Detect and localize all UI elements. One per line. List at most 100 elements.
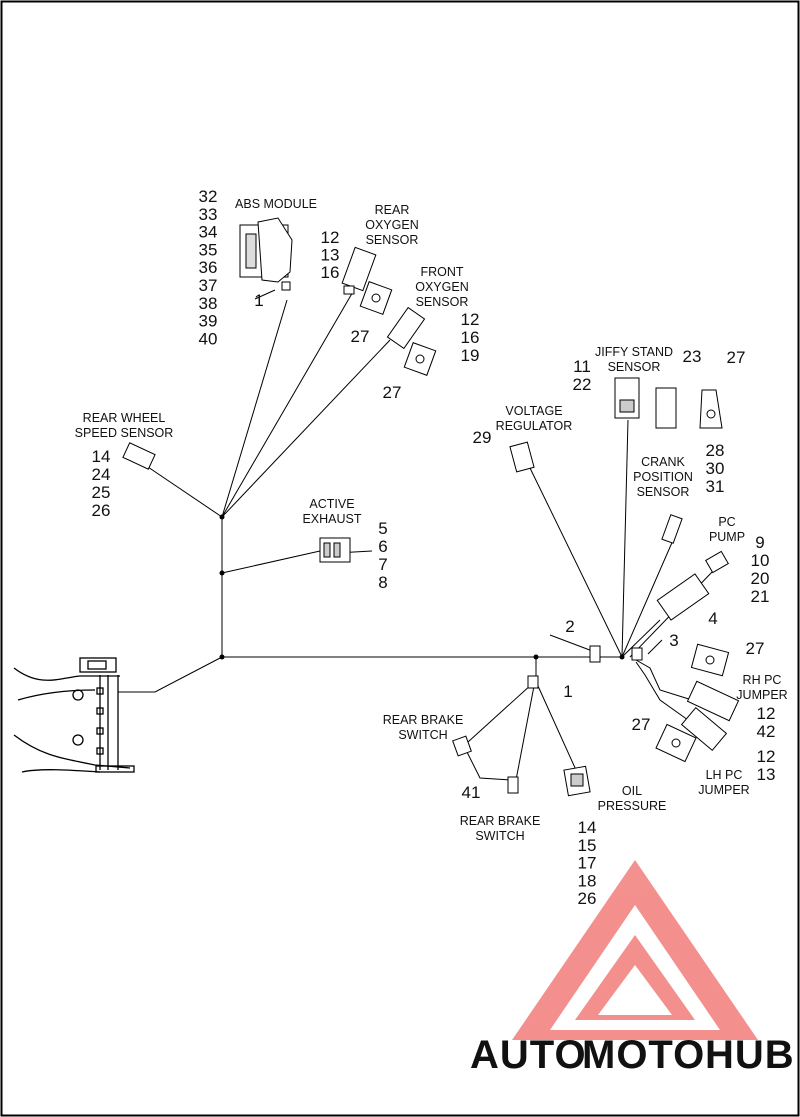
- pc-pump-number-0: 9: [755, 533, 764, 552]
- abs-part-number-3: 35: [199, 240, 218, 259]
- jiffy-stand-connector-icon: [614, 377, 723, 429]
- abs-part-number-1: 33: [199, 205, 218, 224]
- rear-brake-switch-icon: [452, 675, 539, 794]
- oil-pressure-number-0: 14: [578, 818, 597, 837]
- front-oxygen-label-0: FRONT: [420, 265, 463, 279]
- rear-brake-switch-bottom-label-0: REAR BRAKE: [460, 814, 541, 828]
- crank-sensor-number-0: 28: [706, 441, 725, 460]
- rh-pc-jumper-label-1: JUMPER: [736, 688, 787, 702]
- abs-part-number-8: 40: [199, 329, 218, 348]
- pc-pump-label-0: PC: [718, 515, 735, 529]
- watermark-hub: HUB: [705, 1033, 795, 1077]
- pc-pump-number-2: 20: [751, 569, 770, 588]
- pc-pump-number-3: 21: [751, 587, 770, 606]
- rear-oxygen-number-1: 13: [321, 246, 340, 265]
- item-3-connector-icon: [631, 647, 643, 661]
- rear-oxygen-label-2: SENSOR: [366, 233, 419, 247]
- abs-item-number: 1: [254, 291, 263, 310]
- active-exhaust-number-0: 5: [378, 519, 387, 538]
- pc-pump-label-1: PUMP: [709, 530, 745, 544]
- voltage-regulator-label-1: REGULATOR: [496, 419, 573, 433]
- watermark-auto: AUTO: [470, 1033, 587, 1077]
- front-oxygen-label-1: OXYGEN: [415, 280, 469, 294]
- item-3-number: 3: [669, 631, 678, 650]
- active-exhaust-number-1: 6: [378, 537, 387, 556]
- crank-sensor-label-2: SENSOR: [637, 485, 690, 499]
- rear-wheel-number-2: 25: [92, 483, 111, 502]
- oil-pressure-number-1: 15: [578, 836, 597, 855]
- active-exhaust-number-2: 7: [378, 555, 387, 574]
- lh-pc-jumper-number-1: 13: [757, 765, 776, 784]
- watermark-moto: MOTO: [582, 1033, 705, 1077]
- item-1-lower-number: 1: [563, 682, 572, 701]
- active-exhaust-label-0: ACTIVE: [309, 497, 354, 511]
- lh-pc-jumper-label-1: JUMPER: [698, 783, 749, 797]
- voltage-regulator-number: 29: [473, 428, 492, 447]
- crank-sensor-label-0: CRANK: [641, 455, 685, 469]
- crank-sensor-connector-icon: [661, 514, 683, 544]
- watermark-text: AUTO MOTO HUB: [470, 1033, 795, 1077]
- rear-brake-switch-bottom-label-1: SWITCH: [475, 829, 524, 843]
- front-oxygen-number-1: 16: [461, 328, 480, 347]
- rear-oxygen-number-0: 12: [321, 228, 340, 247]
- rear-oxygen-number-2: 16: [321, 263, 340, 282]
- rear-oxygen-connector-icon: [341, 246, 393, 315]
- abs-part-number-5: 37: [199, 276, 218, 295]
- rh-pc-jumper-label-0: RH PC: [743, 673, 782, 687]
- lh-pc-jumper-number-0: 12: [757, 747, 776, 766]
- abs-module-label: ABS MODULE: [235, 197, 317, 211]
- jiffy-stand-label-1: SENSOR: [608, 360, 661, 374]
- rear-wheel-number-3: 26: [92, 501, 111, 520]
- front-oxygen-number-2: 19: [461, 346, 480, 365]
- crank-sensor-label-1: POSITION: [633, 470, 693, 484]
- item-2-number: 2: [565, 617, 574, 636]
- rh-pc-jumper-number-1: 42: [757, 722, 776, 741]
- jiffy-stand-number-1: 22: [573, 375, 592, 394]
- oil-pressure-label-1: PRESSURE: [598, 799, 667, 813]
- rear-brake-number: 41: [462, 783, 481, 802]
- abs-part-number-4: 36: [199, 258, 218, 277]
- front-oxygen-number-0: 12: [461, 310, 480, 329]
- rear-brake-switch-top-label-1: SWITCH: [398, 728, 447, 742]
- rear-oxygen-label-1: OXYGEN: [365, 218, 419, 232]
- rh-item-number: 27: [746, 639, 765, 658]
- oil-pressure-connector-icon: [563, 765, 591, 797]
- jiffy-stand-number-0: 11: [573, 357, 591, 376]
- pc-pump-number-1: 10: [751, 551, 770, 570]
- active-exhaust-connector-icon: [319, 537, 351, 563]
- rear-oxygen-item: 27: [351, 327, 370, 346]
- active-exhaust-label-1: EXHAUST: [302, 512, 361, 526]
- junction-dots: [219, 514, 625, 660]
- oil-pressure-number-3: 18: [578, 871, 597, 890]
- item-4-number: 4: [708, 609, 717, 628]
- crank-sensor-number-1: 30: [706, 459, 725, 478]
- rear-wheel-number-1: 24: [92, 465, 111, 484]
- jiffy-stand-label-0: JIFFY STAND: [595, 345, 673, 359]
- abs-part-number-0: 32: [199, 187, 218, 206]
- item-23-number: 23: [683, 347, 702, 366]
- oil-pressure-label-0: OIL: [622, 784, 642, 798]
- watermark-logo: [512, 860, 758, 1040]
- oil-pressure-number-2: 17: [578, 854, 597, 873]
- front-oxygen-label-2: SENSOR: [416, 295, 469, 309]
- diagram-labels: ABS MODULE3233343536373839401REAROXYGENS…: [75, 187, 788, 908]
- rh-pc-jumper-number-0: 12: [757, 704, 776, 723]
- pc-pump-icon: [656, 550, 729, 621]
- rh-pc-jumper-icon: [686, 643, 740, 722]
- oil-pressure-number-4: 26: [578, 889, 597, 908]
- rear-wheel-label-0: REAR WHEEL: [83, 411, 166, 425]
- rear-brake-switch-top-label-0: REAR BRAKE: [383, 713, 464, 727]
- front-oxygen-item: 27: [383, 383, 402, 402]
- item-2-connector-icon: [589, 645, 601, 663]
- lh-pc-jumper-label-0: LH PC: [706, 768, 743, 782]
- chassis-frame: [13, 657, 135, 773]
- abs-module-icon: [239, 217, 293, 291]
- abs-part-number-2: 34: [199, 223, 218, 242]
- crank-sensor-number-2: 31: [706, 477, 725, 496]
- active-exhaust-number-3: 8: [378, 573, 387, 592]
- rear-wheel-sensor-icon: [122, 442, 156, 470]
- abs-part-number-7: 39: [199, 312, 218, 331]
- jiffy-item-27: 27: [727, 348, 746, 367]
